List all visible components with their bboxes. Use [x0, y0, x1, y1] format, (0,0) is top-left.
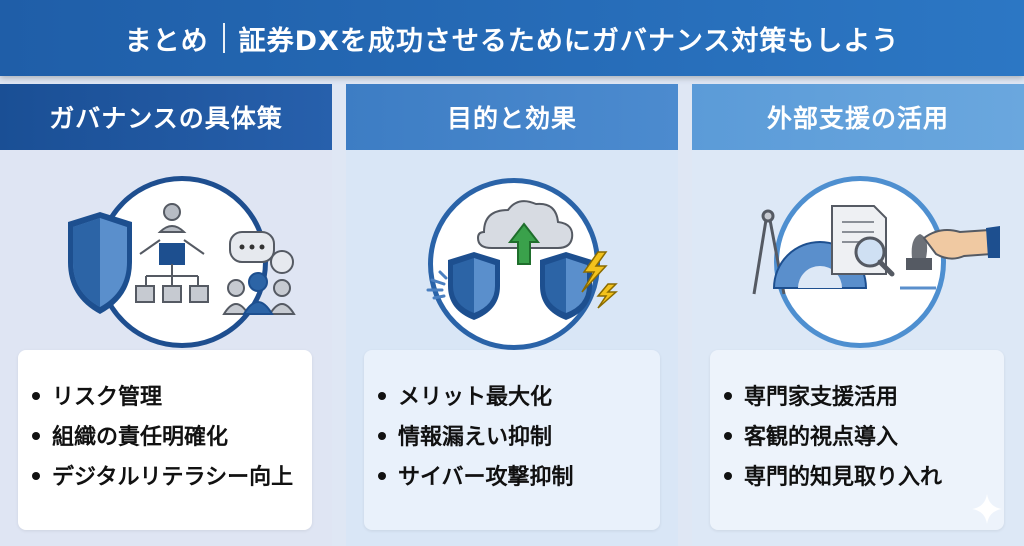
column-purpose-effects: 目的と効果 メリット最大化 情報漏えい抑制 サイバー攻撃抑制: [346, 84, 678, 546]
list-item: 専門的知見取り入れ: [724, 458, 942, 498]
list-item: メリット最大化: [378, 378, 574, 418]
bullet-card: メリット最大化 情報漏えい抑制 サイバー攻撃抑制: [364, 350, 660, 530]
document-magnifier-icon: [831, 205, 895, 277]
bullet-dot-icon: [378, 472, 386, 480]
shield-lightning-icon: [540, 251, 618, 320]
governance-illustration: [68, 203, 296, 315]
list-item: リスク管理: [32, 378, 293, 418]
list-item: 情報漏えい抑制: [378, 418, 574, 458]
shield-leak-icon: [426, 252, 500, 320]
bullet-card: リスク管理 組織の責任明確化 デジタルリテラシー向上: [18, 350, 312, 530]
summary-banner: まとめ 証券DXを成功させるためにガバナンス対策もしよう: [0, 0, 1024, 76]
org-chart-icon: [135, 203, 209, 303]
external-support-illustration: [752, 205, 1000, 295]
bullet-dot-icon: [32, 392, 40, 400]
bullet-dot-icon: [32, 432, 40, 440]
banner-title: 証券DXを成功させるためにガバナンス対策もしよう: [238, 25, 900, 57]
bullet-dot-icon: [724, 392, 732, 400]
bullet-dot-icon: [378, 392, 386, 400]
sparkle-icon: [972, 494, 1002, 524]
column-title: 外部支援の活用: [692, 84, 1024, 150]
bullet-dot-icon: [378, 432, 386, 440]
security-illustration: [426, 200, 618, 320]
list-item: デジタルリテラシー向上: [32, 458, 293, 498]
bullet-list: 専門家支援活用 客観的視点導入 専門的知見取り入れ: [724, 378, 942, 498]
banner-label: まとめ: [124, 25, 209, 57]
column-external-support: 外部支援の活用 専門家支援活用 客観的視点導入 専門的知見取り入れ: [692, 84, 1024, 546]
list-item: サイバー攻撃抑制: [378, 458, 574, 498]
banner-divider: [222, 23, 225, 53]
team-chat-icon: [222, 231, 296, 315]
bullet-card: 専門家支援活用 客観的視点導入 専門的知見取り入れ: [710, 350, 1004, 530]
bullet-dot-icon: [724, 432, 732, 440]
stamp-hand-icon: [900, 226, 1000, 290]
list-item: 客観的視点導入: [724, 418, 942, 458]
bullet-list: メリット最大化 情報漏えい抑制 サイバー攻撃抑制: [378, 378, 574, 498]
list-item: 組織の責任明確化: [32, 418, 293, 458]
bullet-dot-icon: [724, 472, 732, 480]
column-governance-measures: ガバナンスの具体策: [0, 84, 332, 546]
column-title: 目的と効果: [346, 84, 678, 150]
bullet-dot-icon: [32, 472, 40, 480]
list-item: 専門家支援活用: [724, 378, 942, 418]
column-title: ガバナンスの具体策: [0, 84, 332, 150]
shield-icon: [68, 212, 132, 314]
cloud-upload-icon: [476, 200, 574, 265]
bullet-list: リスク管理 組織の責任明確化 デジタルリテラシー向上: [32, 378, 293, 498]
